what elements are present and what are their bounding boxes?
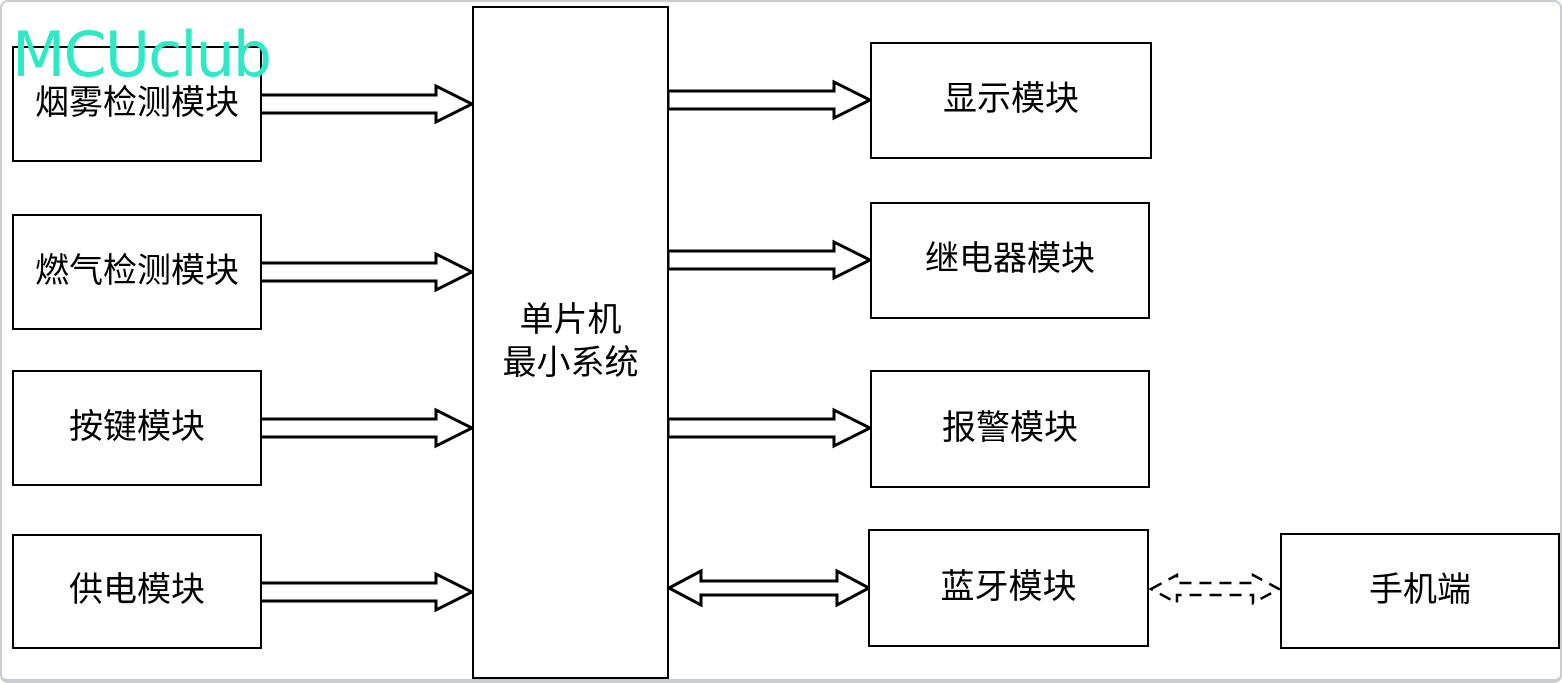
box-relay-module: 继电器模块: [870, 202, 1150, 319]
box-key-module: 按键模块: [12, 370, 262, 486]
box-display-label: 显示模块: [943, 81, 1079, 119]
box-bluetooth-label: 蓝牙模块: [940, 568, 1077, 606]
box-alarm-module: 报警模块: [870, 370, 1150, 488]
arrow-smoke-to-mcu: [258, 83, 476, 125]
arrow-mcu-to-alarm: [666, 407, 874, 449]
arrow-mcu-to-display: [666, 79, 874, 121]
box-mcu-minimal-system: 单片机 最小系统: [472, 6, 669, 679]
box-alarm-label: 报警模块: [942, 409, 1078, 447]
arrow-mcu-to-relay: [666, 239, 874, 281]
box-smoke-detection-label: 烟雾检测模块: [35, 84, 239, 122]
box-display-module: 显示模块: [870, 42, 1152, 159]
box-key-label: 按键模块: [69, 408, 205, 446]
box-power-supply-label: 供电模块: [69, 572, 205, 610]
mcu-label-line2: 最小系统: [502, 344, 639, 382]
arrow-bluetooth-phone-dashed-bidirectional: [1148, 572, 1282, 606]
box-relay-label: 继电器模块: [925, 241, 1095, 279]
box-phone-client: 手机端: [1280, 533, 1560, 649]
box-smoke-detection-module: 烟雾检测模块: [12, 46, 262, 162]
box-gas-detection-module: 燃气检测模块: [12, 214, 262, 330]
arrow-key-to-mcu: [258, 407, 476, 449]
box-power-supply-module: 供电模块: [12, 534, 262, 649]
box-phone-label: 手机端: [1369, 571, 1471, 609]
box-bluetooth-module: 蓝牙模块: [868, 529, 1149, 647]
arrow-power-to-mcu: [258, 571, 476, 613]
mcu-label-line1: 单片机: [519, 302, 622, 339]
arrow-mcu-bluetooth-bidirectional: [665, 568, 873, 608]
arrow-gas-to-mcu: [258, 251, 476, 293]
box-gas-detection-label: 燃气检测模块: [35, 252, 239, 290]
